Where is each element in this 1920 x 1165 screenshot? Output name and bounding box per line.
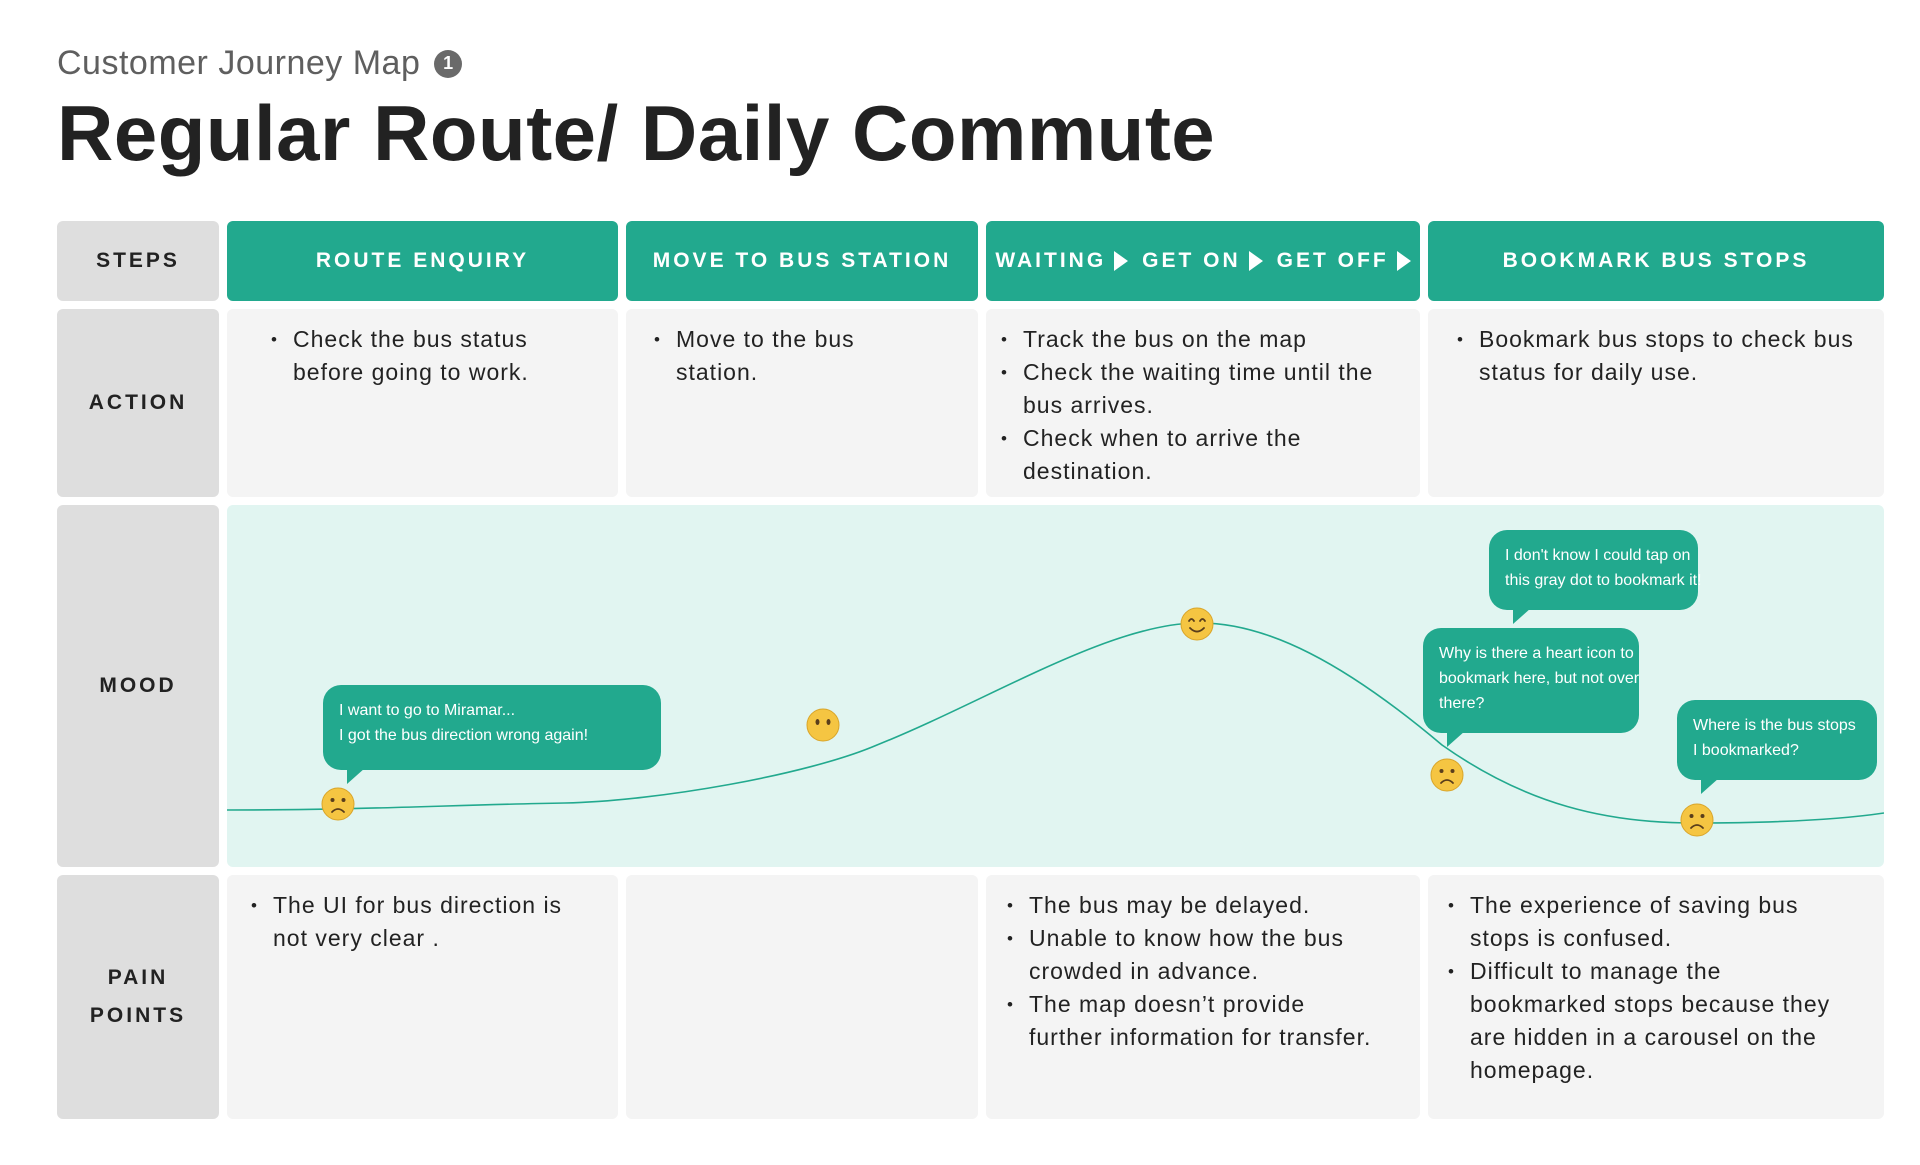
action-move-to-bus-station: Move to the bus station. (626, 309, 978, 497)
emoji-sad-icon (1680, 803, 1714, 837)
subtitle-text: Customer Journey Map (57, 44, 421, 82)
mood-curve-svg (227, 607, 1884, 837)
emoji-neutral-icon (806, 708, 840, 742)
speech-bubble-miramar: I want to go to Miramar... I got the bus… (323, 685, 661, 784)
speech-bubble-where-stops: Where is the bus stops I bookmarked? (1677, 700, 1877, 794)
pain-bullet: The bus may be delayed. (1007, 889, 1420, 922)
action-bullet: Bookmark bus stops to check bus status f… (1457, 323, 1884, 389)
row-label-steps: STEPS (57, 221, 219, 301)
step-move-to-bus-station: MOVE TO BUS STATION (626, 221, 978, 301)
action-route-enquiry: Check the bus status before going to wor… (227, 309, 618, 497)
mood-panel: I want to go to Miramar... I got the bus… (227, 505, 1884, 867)
mood-curve (227, 622, 1884, 824)
row-label-pain-points: PAIN POINTS (57, 875, 219, 1119)
row-label-mood: MOOD (57, 505, 219, 867)
pain-waiting: The bus may be delayed. Unable to know h… (986, 875, 1420, 1119)
pain-route-enquiry: The UI for bus direction is not very cle… (227, 875, 618, 1119)
row-label-action: ACTION (57, 309, 219, 497)
play-arrow-icon (1114, 251, 1129, 271)
play-arrow-icon (1248, 251, 1263, 271)
step-get-off-label: GET OFF (1276, 249, 1389, 272)
map-subtitle: Customer Journey Map 1 (57, 44, 463, 83)
pain-move-to-bus-station (626, 875, 978, 1119)
step-bookmark-bus-stops: BOOKMARK BUS STOPS (1428, 221, 1884, 301)
emoji-happy-icon (1180, 607, 1214, 641)
step-waiting-get-on-get-off: WAITING GET ON GET OFF (986, 221, 1420, 301)
emoji-sad-icon (1430, 758, 1464, 792)
pain-bullet: The map doesn’t provide further informat… (1007, 988, 1420, 1054)
page-title: Regular Route/ Daily Commute (57, 89, 1216, 177)
pain-bookmark: The experience of saving bus stops is co… (1428, 875, 1884, 1119)
step-route-enquiry: ROUTE ENQUIRY (227, 221, 618, 301)
pain-bullet: Difficult to manage the bookmarked stops… (1448, 955, 1884, 1087)
play-arrow-icon (1396, 251, 1411, 271)
action-bullet: Check the waiting time until the bus arr… (1001, 356, 1420, 422)
speech-bubble-heart-icon: Why is there a heart icon to bookmark he… (1423, 628, 1639, 747)
step-waiting-label: WAITING (995, 249, 1107, 272)
pain-bullet: The experience of saving bus stops is co… (1448, 889, 1884, 955)
pain-bullet: Unable to know how the bus crowded in ad… (1007, 922, 1420, 988)
step-get-on-label: GET ON (1142, 249, 1241, 272)
info-badge-icon[interactable]: 1 (434, 49, 463, 78)
action-bullet: Move to the bus station. (654, 323, 978, 389)
pain-label-line: POINTS (89, 1004, 187, 1027)
action-bookmark: Bookmark bus stops to check bus status f… (1428, 309, 1884, 497)
action-bullet: Check the bus status before going to wor… (271, 323, 618, 389)
action-waiting: Track the bus on the map Check the waiti… (986, 309, 1420, 497)
speech-bubble-gray-dot: I don't know I could tap on this gray do… (1489, 530, 1702, 624)
pain-label-line: PAIN (107, 966, 169, 989)
pain-bullet: The UI for bus direction is not very cle… (251, 889, 618, 955)
action-bullet: Track the bus on the map (1001, 323, 1420, 356)
action-bullet: Check when to arrive the destination. (1001, 422, 1420, 488)
emoji-sad-icon (321, 787, 355, 821)
